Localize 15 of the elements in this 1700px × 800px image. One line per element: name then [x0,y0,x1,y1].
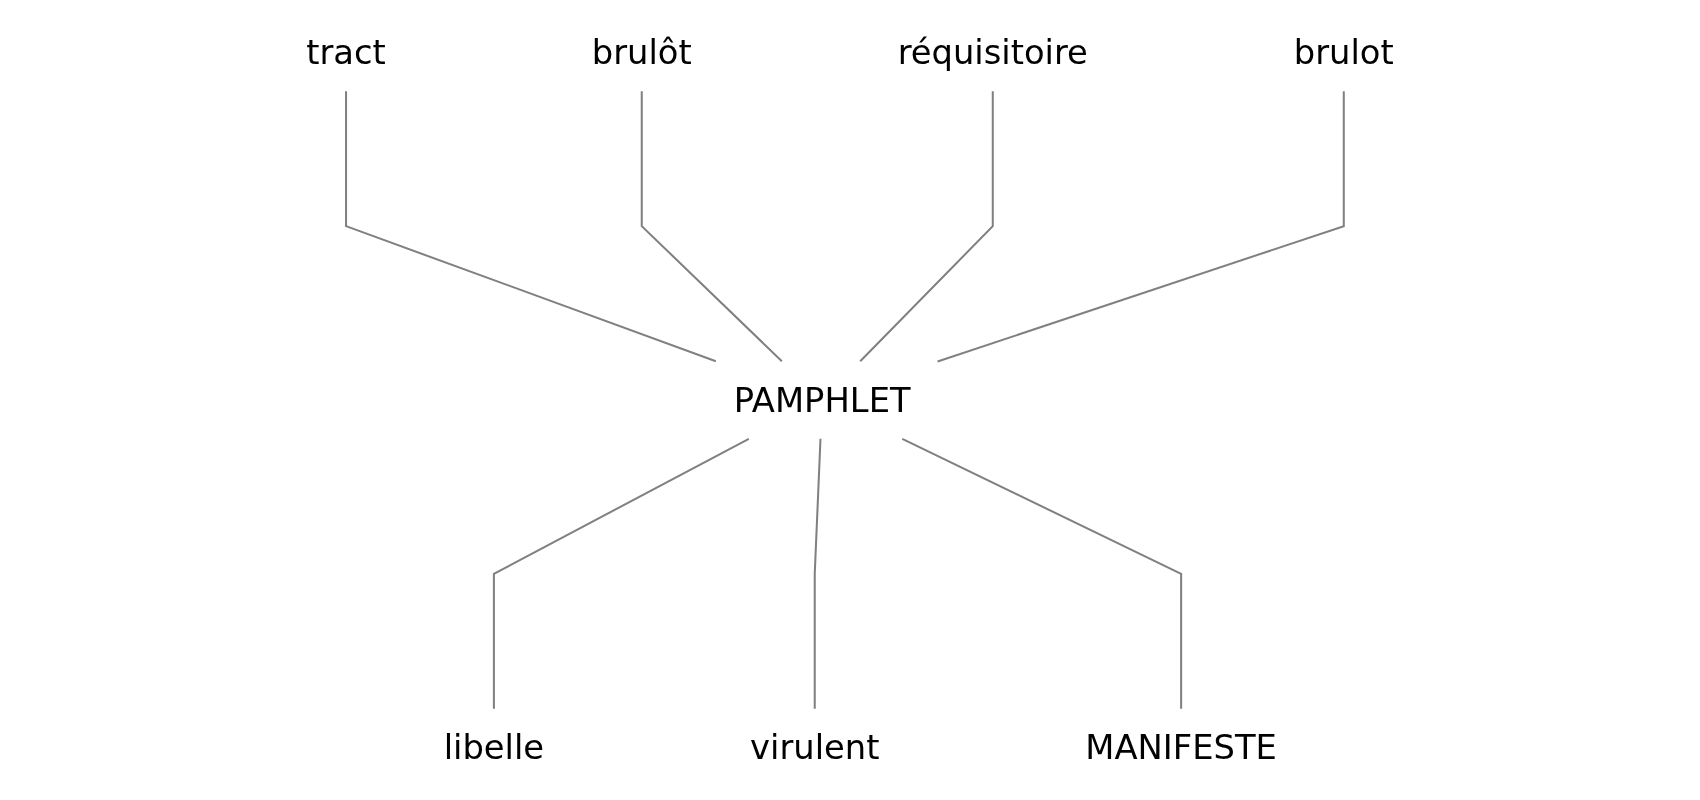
node-text: tract [306,32,386,73]
node-text: virulent [750,727,880,768]
connector [813,438,822,709]
connector [901,437,1183,709]
node-text: brulot [1293,32,1394,73]
connector [937,91,1345,363]
node-text: réquisitoire [897,32,1088,73]
connector [492,437,750,709]
connector [345,91,717,363]
node-text: PAMPHLET [733,379,911,421]
connector [859,91,994,362]
node-text: libelle [443,727,545,768]
node-text: MANIFESTE [1085,727,1277,768]
connector [640,91,783,362]
node-text: brulôt [591,32,692,73]
